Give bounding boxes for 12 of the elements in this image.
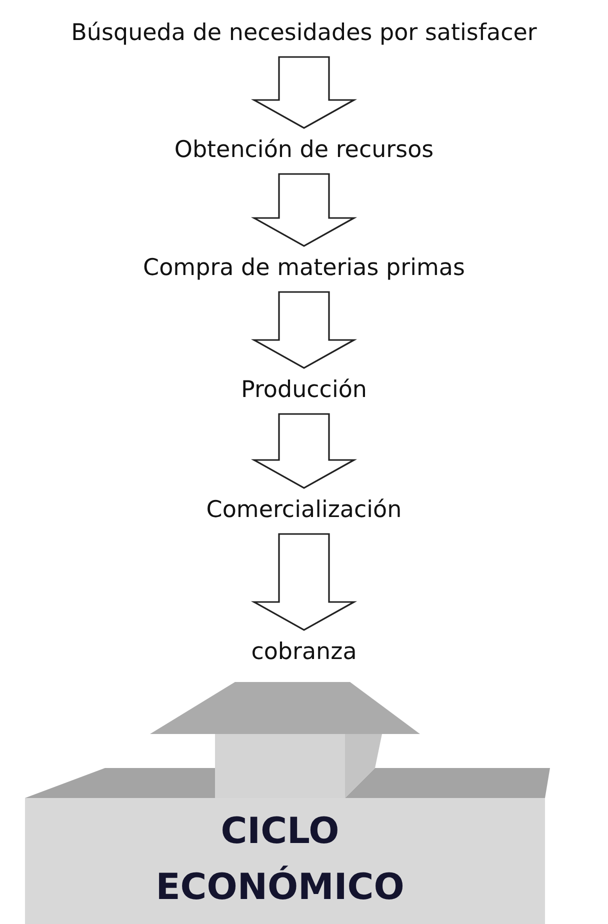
- step-text: Producción: [241, 376, 367, 405]
- step-text: cobranza: [251, 638, 357, 667]
- hollow-block-arrow: [250, 173, 358, 247]
- hollow-block-arrow: [250, 291, 358, 369]
- hollow-block-arrow: [250, 56, 358, 129]
- hollow-block-arrow: [250, 533, 358, 631]
- step-text: Obtención de recursos: [174, 136, 434, 165]
- step-text: Compra de materias primas: [143, 254, 465, 283]
- step-text: Comercialización: [206, 496, 402, 525]
- step-text: Búsqueda de necesidades por satisfacer: [71, 19, 537, 48]
- hollow-block-arrow: [250, 413, 358, 489]
- block-title: CICLO ECONÓMICO: [154, 810, 406, 910]
